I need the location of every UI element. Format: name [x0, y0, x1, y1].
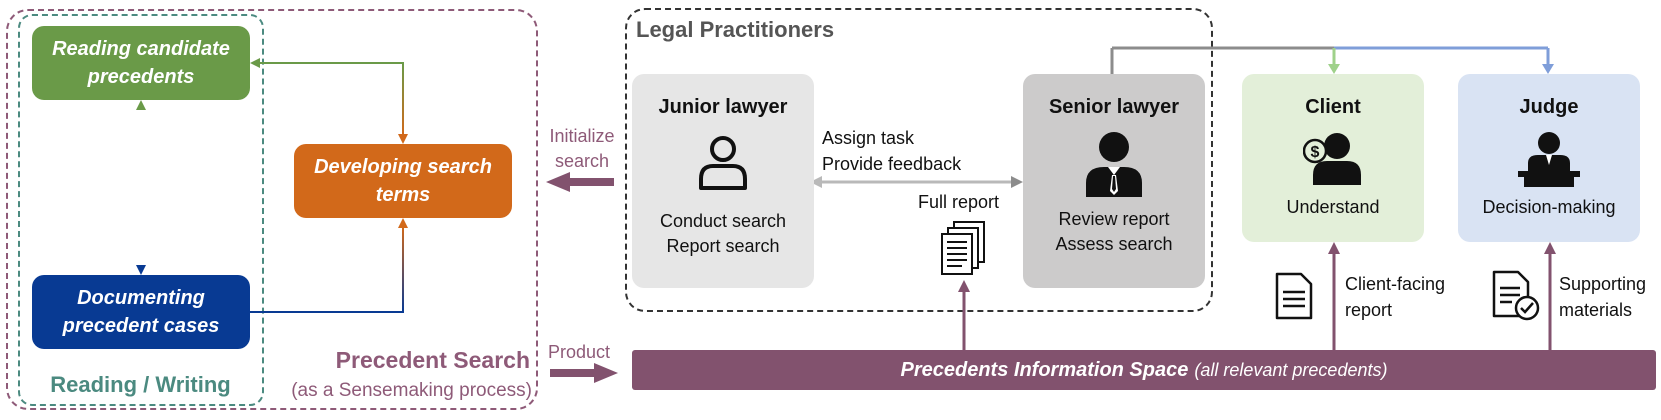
judge-text: Decision-making: [1482, 197, 1616, 217]
junior-lawyer-title: Junior lawyer: [658, 96, 788, 118]
assign-task-label: Assign task: [822, 128, 915, 148]
client-card: Client $ Understand: [1242, 74, 1424, 242]
initialize-search-arrow: [546, 172, 614, 192]
judge-card: Judge Decision-making: [1458, 74, 1640, 242]
judge-podium-icon: [1518, 132, 1580, 187]
senior-lawyer-card: Senior lawyer Review report Assess searc…: [1023, 74, 1205, 288]
senior-distribution-arrow: [1110, 46, 1554, 74]
businessman-icon: [1086, 132, 1142, 197]
precedent-search-container: [6, 9, 538, 410]
junior-senior-arrow: [810, 176, 1023, 188]
client-dollar-icon: $: [1303, 133, 1361, 185]
reading-writing-container: [18, 14, 264, 406]
reading-writing-title: Reading / Writing: [50, 372, 231, 397]
senior-lawyer-title: Senior lawyer: [1048, 96, 1180, 118]
precedents-information-space-bar: Precedents Information Space (all releva…: [632, 350, 1656, 390]
senior-line-2: Assess search: [1055, 234, 1173, 254]
person-outline-icon: [699, 136, 747, 190]
legal-practitioners-title: Legal Practitioners: [636, 17, 835, 42]
info-space-subtitle: (all relevant precedents): [1194, 359, 1388, 380]
junior-line-2: Report search: [666, 236, 780, 256]
documenting-precedent-cases-node: Documenting precedent cases: [32, 275, 250, 349]
judge-doc-label-2: materials: [1559, 300, 1633, 320]
junior-line-1: Conduct search: [659, 211, 787, 231]
junior-lawyer-card: Junior lawyer Conduct search Report sear…: [632, 74, 814, 288]
product-arrow: [550, 363, 618, 383]
documents-icon: [941, 221, 985, 275]
documenting-developing-arrow: [250, 218, 408, 313]
senior-line-1: Review report: [1058, 209, 1170, 229]
document-icon: [1275, 272, 1313, 320]
precedent-search-subtitle: (as a Sensemaking process): [291, 380, 532, 401]
initialize-search-label: Initialize search: [549, 126, 615, 171]
judge-doc-label-1: Supporting: [1559, 274, 1647, 294]
reading-documenting-arrow: [136, 100, 146, 275]
reading-node-label: Reading candidate precedents: [52, 38, 230, 88]
developing-search-terms-node: Developing search terms: [294, 144, 512, 218]
reading-developing-arrow: [250, 58, 408, 144]
developing-node-label: Developing search terms: [314, 156, 492, 206]
info-space-title: Precedents Information Space: [900, 358, 1189, 381]
client-text: Understand: [1286, 197, 1380, 217]
provide-feedback-label: Provide feedback: [822, 154, 962, 174]
client-doc-label-1: Client-facing: [1345, 274, 1446, 294]
client-title: Client: [1305, 96, 1361, 118]
document-check-icon: [1492, 270, 1540, 321]
legal-practitioners-container: [625, 8, 1213, 312]
documenting-node-label: Documenting precedent cases: [62, 287, 220, 337]
client-doc-label-2: report: [1345, 300, 1393, 320]
info-space-risers: [958, 242, 1556, 350]
full-report-label: Full report: [918, 192, 1000, 212]
product-label: Product: [548, 342, 611, 362]
reading-candidate-precedents-node: Reading candidate precedents: [32, 26, 250, 100]
judge-title: Judge: [1519, 96, 1579, 118]
svg-text:$: $: [1311, 144, 1320, 161]
precedent-search-title: Precedent Search: [335, 347, 530, 373]
